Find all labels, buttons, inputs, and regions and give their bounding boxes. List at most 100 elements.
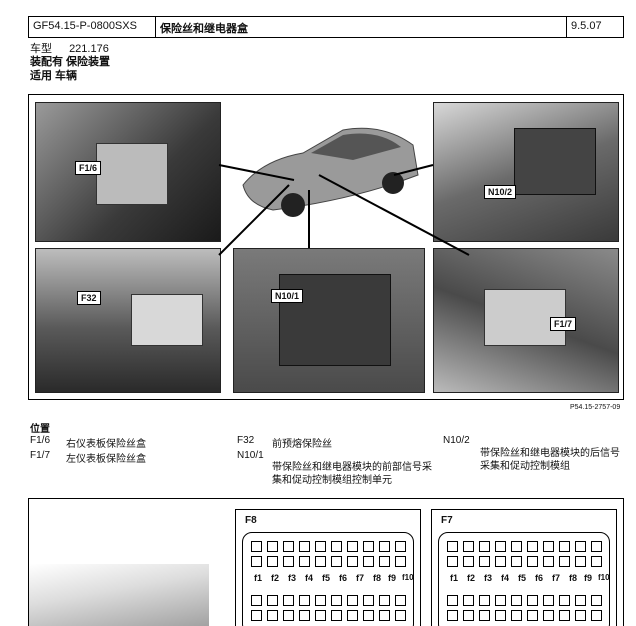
- fuse-slot: [379, 595, 390, 606]
- fuse-label: f3: [288, 573, 297, 583]
- fuse-slot: [463, 541, 474, 552]
- fuse-slot: [315, 556, 326, 567]
- legend-text: 带保险丝和继电器模块的前部信号采集和促动控制模组控制单元: [272, 462, 432, 486]
- fuse-slot: [331, 541, 342, 552]
- fuse-slot: [591, 556, 602, 567]
- applicability-line: 适用 车辆: [30, 70, 78, 82]
- fuse-slot: [559, 541, 570, 552]
- fuse-label: f6: [339, 573, 348, 583]
- callout-f1-6: F1/6: [75, 161, 102, 175]
- location-figure: F1/6 N10/2 F32 N10/1 F1/7: [28, 94, 624, 400]
- callout-n10-2: N10/2: [484, 185, 517, 199]
- fuse-slot: [347, 610, 358, 621]
- fuse-panel: f1 f2 f3 f4 f5 f6 f7 f8 f9 f10: [242, 532, 414, 626]
- fuse-slot: [251, 541, 262, 552]
- fuse-slot: [395, 556, 406, 567]
- fuse-panel: f1 f2 f3 f4 f5 f6 f7 f8 f9 f10: [438, 532, 610, 626]
- callout-f1-7: F1/7: [550, 317, 577, 331]
- fuse-slot: [463, 595, 474, 606]
- fuse-slot: [395, 610, 406, 621]
- fuse-slot: [511, 595, 522, 606]
- fuse-slot: [347, 556, 358, 567]
- fuse-label: f9: [388, 573, 397, 583]
- fuse-slot: [463, 610, 474, 621]
- fuse-slot: [543, 556, 554, 567]
- fuse-slot: [331, 556, 342, 567]
- fuse-slot: [267, 595, 278, 606]
- fuse-slot: [283, 595, 294, 606]
- legend-text: 左仪表板保险丝盒: [66, 454, 146, 465]
- fuse-slot: [463, 556, 474, 567]
- legend-code: F1/7: [30, 450, 51, 461]
- fuse-slot: [363, 595, 374, 606]
- legend-code: F1/6: [30, 435, 51, 446]
- fuse-slot: [495, 610, 506, 621]
- fuse-slot: [495, 595, 506, 606]
- fuse-slot: [479, 595, 490, 606]
- fuse-slot: [299, 541, 310, 552]
- fuse-slot: [575, 541, 586, 552]
- fuse-slot: [559, 610, 570, 621]
- fuse-slot: [511, 610, 522, 621]
- fuse-slot: [527, 610, 538, 621]
- legend-text: 带保险丝和继电器模块的后信号采集和促动控制模组: [480, 448, 620, 472]
- fuse-slot: [251, 595, 262, 606]
- fuse-slot: [511, 541, 522, 552]
- fuse-slot: [479, 610, 490, 621]
- fuse-label: f5: [518, 573, 527, 583]
- fuse-slot: [591, 541, 602, 552]
- fuse-slot: [395, 595, 406, 606]
- fuse-slot: [267, 610, 278, 621]
- leader-lines: [218, 164, 470, 256]
- model-value: 221.176: [69, 43, 109, 55]
- fuse-slot: [331, 610, 342, 621]
- legend-code: N10/1: [237, 450, 264, 461]
- figure-ref: P54.15-2757-09: [570, 404, 621, 411]
- fuse-label: f2: [467, 573, 476, 583]
- fuse-slot: [591, 610, 602, 621]
- photo-front-sam: [233, 248, 425, 393]
- fuse-figure: F8 f1 f2 f3 f4 f5 f6 f7 f8 f9 f10 F7 f1 …: [28, 498, 624, 626]
- fuse-slot: [479, 541, 490, 552]
- fuse-label: f7: [552, 573, 561, 583]
- fuse-label: f1: [450, 573, 459, 583]
- doc-date: 9.5.07: [571, 20, 602, 32]
- fuse-slot: [527, 556, 538, 567]
- fuse-slot: [267, 556, 278, 567]
- fuse-slot: [379, 556, 390, 567]
- fuse-slot: [283, 610, 294, 621]
- fuse-slot: [447, 610, 458, 621]
- fuse-slot: [543, 595, 554, 606]
- fuse-slot: [315, 541, 326, 552]
- callout-f32: F32: [77, 291, 101, 305]
- fuse-slot: [527, 595, 538, 606]
- callout-n10-1: N10/1: [271, 289, 304, 303]
- fuse-label: f6: [535, 573, 544, 583]
- fuse-slot: [331, 595, 342, 606]
- fuse-slot: [395, 541, 406, 552]
- fuse-label: f7: [356, 573, 365, 583]
- fuse-slot: [575, 610, 586, 621]
- fuse-slot: [315, 595, 326, 606]
- fuse-slot: [543, 541, 554, 552]
- dash-illustration: [29, 564, 209, 626]
- fuse-slot: [447, 556, 458, 567]
- fuse-box-label: F8: [245, 515, 257, 526]
- document-header: GF54.15-P-0800SXS 保险丝和继电器盒 9.5.07: [28, 16, 624, 38]
- legend-code: N10/2: [443, 435, 470, 446]
- legend-title: 位置: [30, 424, 50, 435]
- fuse-slot: [511, 556, 522, 567]
- fuse-slot: [299, 595, 310, 606]
- fuse-slot: [495, 556, 506, 567]
- fuse-slot: [379, 610, 390, 621]
- fuse-slot: [363, 610, 374, 621]
- fuse-box-label: F7: [441, 515, 453, 526]
- fuse-slot: [283, 556, 294, 567]
- fuse-label: f9: [584, 573, 593, 583]
- fuse-slot: [363, 541, 374, 552]
- fuse-slot: [251, 610, 262, 621]
- fuse-label: f2: [271, 573, 280, 583]
- fuse-label: f8: [569, 573, 578, 583]
- fuse-slot: [251, 556, 262, 567]
- fuse-slot: [479, 556, 490, 567]
